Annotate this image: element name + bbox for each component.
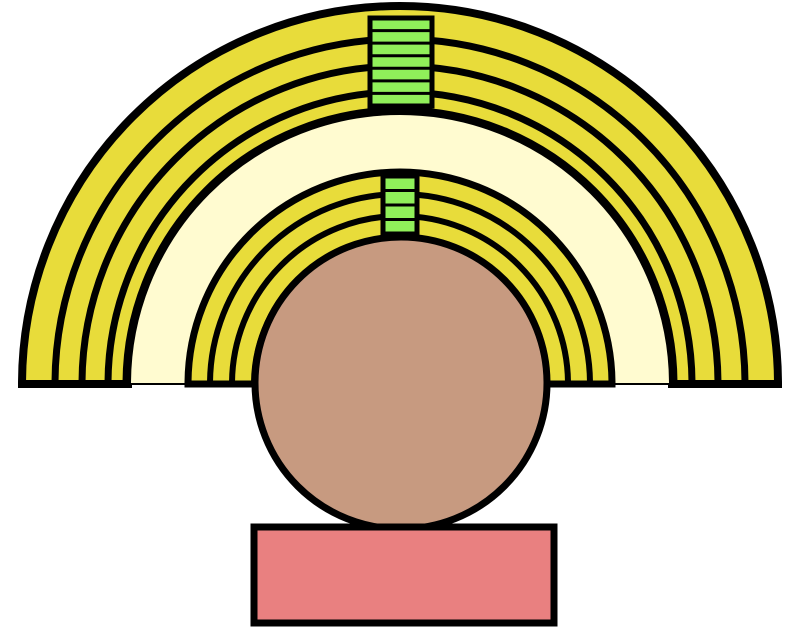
pink-base-block xyxy=(254,527,554,623)
inner-green-ladder xyxy=(383,176,417,234)
brown-ball xyxy=(255,237,547,529)
outer-green-ladder xyxy=(370,18,432,106)
